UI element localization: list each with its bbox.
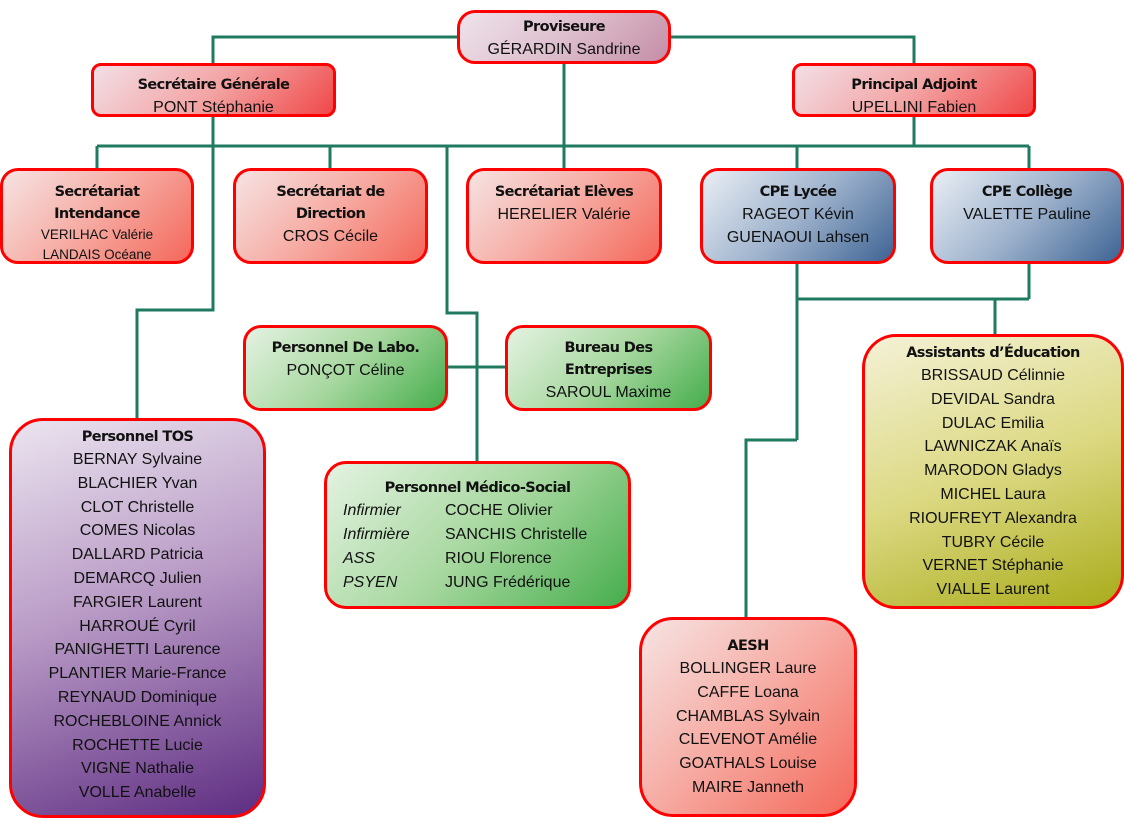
node-title: Assistants d’Éducation: [906, 345, 1080, 361]
member-name: DEMARCQ Julien: [73, 569, 202, 587]
member-name: ROCHEBLOINE Annick: [53, 712, 222, 730]
member-name: VIGNE Nathalie: [81, 760, 194, 778]
node-name: VALETTE Pauline: [963, 206, 1091, 223]
node-assistants-education: Assistants d’Éducation BRISSAUD Célinnie…: [862, 334, 1124, 609]
node-name: UPELLINI Fabien: [851, 99, 977, 116]
member-name: FARGIER Laurent: [73, 593, 202, 611]
connector-lines: [95, 35, 1031, 620]
member-name: DEVIDAL Sandra: [931, 390, 1055, 408]
member-name: BLACHIER Yvan: [77, 474, 198, 492]
node-proviseure: Proviseure GÉRARDIN Sandrine: [457, 10, 671, 64]
member-name: REYNAUD Dominique: [57, 688, 218, 706]
node-secretariat-direction: Secrétariat de Direction CROS Cécile: [233, 168, 428, 264]
member-name: ROCHETTE Lucie: [72, 736, 203, 754]
member-name: RIOUFREYT Alexandra: [909, 509, 1077, 527]
node-title: Personnel Médico-Social: [384, 480, 571, 496]
member-name: BOLLINGER Laure: [679, 660, 817, 677]
node-name: RAGEOT Kévin: [742, 206, 854, 223]
member-name: CAFFE Loana: [697, 683, 799, 701]
connector-proviseure-adjoint: [669, 35, 916, 64]
medico-row: PSYEN JUNG Frédérique: [327, 571, 628, 595]
node-personnel-labo: Personnel De Labo. PONÇOT Céline: [243, 325, 448, 411]
node-secretaire-generale: Secrétaire Générale PONT Stéphanie: [91, 63, 336, 117]
node-name: VERILHAC Valérie: [40, 227, 154, 242]
connector-secretaire-tos: [135, 115, 215, 420]
node-title: CPE Lycée: [759, 184, 837, 200]
medico-name: JUNG Frédérique: [445, 574, 571, 591]
member-name: MICHEL Laura: [940, 485, 1046, 503]
node-title: Principal Adjoint: [851, 77, 977, 93]
member-name: BERNAY Sylvaine: [72, 451, 203, 468]
medico-role: PSYEN: [343, 574, 398, 591]
medico-name: RIOU Florence: [445, 550, 552, 567]
member-name: MARODON Gladys: [924, 462, 1062, 480]
node-title: Personnel De Labo.: [271, 340, 420, 356]
member-name: VERNET Stéphanie: [922, 557, 1064, 575]
node-name: CROS Cécile: [282, 228, 379, 245]
member-name: CHAMBLAS Sylvain: [675, 707, 821, 725]
medico-name: SANCHIS Christelle: [445, 526, 588, 543]
member-name: PLANTIER Marie-France: [48, 665, 227, 683]
member-name: LAWNICZAK Anaïs: [924, 438, 1062, 456]
node-title: Personnel TOS: [81, 429, 194, 445]
member-name: MAIRE Janneth: [691, 778, 805, 796]
node-name: LANDAIS Océane: [42, 247, 152, 262]
medico-name: COCHE Olivier: [445, 502, 553, 519]
medico-role: ASS: [343, 550, 376, 567]
node-title: Secrétaire Générale: [137, 77, 290, 93]
node-secretariat-intendance: Secrétariat Intendance VERILHAC Valérie …: [0, 168, 194, 264]
node-personnel-medico-social: Personnel Médico-Social Infirmier COCHE …: [324, 461, 631, 609]
node-title: Secrétariat Intendance: [54, 184, 140, 222]
connector-proviseure-secretaire: [211, 35, 459, 64]
member-name: BRISSAUD Célinnie: [920, 367, 1066, 384]
node-principal-adjoint: Principal Adjoint UPELLINI Fabien: [792, 63, 1036, 117]
node-name: SAROUL Maxime: [545, 384, 672, 401]
node-name: HERELIER Valérie: [497, 206, 631, 223]
medico-row: ASS RIOU Florence: [327, 547, 628, 571]
medico-row: Infirmier COCHE Olivier: [327, 499, 628, 523]
member-name: CLEVENOT Amélie: [678, 731, 818, 749]
member-name: TUBRY Cécile: [941, 533, 1045, 551]
medico-row: Infirmière SANCHIS Christelle: [327, 523, 628, 547]
member-name: PANIGHETTI Laurence: [54, 641, 221, 659]
member-name: DULAC Emilia: [941, 414, 1045, 432]
node-bureau-entreprises: Bureau Des Entreprises SAROUL Maxime: [505, 325, 712, 411]
node-title: CPE Collège: [981, 184, 1073, 200]
connector-bus-medico: [445, 146, 479, 462]
node-cpe-lycee: CPE Lycée RAGEOT Kévin GUENAOUI Lahsen: [700, 168, 896, 264]
node-name: PONT Stéphanie: [153, 99, 274, 116]
member-name: GOATHALS Louise: [679, 755, 817, 773]
node-cpe-college: CPE Collège VALETTE Pauline: [930, 168, 1124, 264]
member-name: COMES Nicolas: [79, 522, 196, 540]
member-name: HARROUÉ Cyril: [79, 617, 196, 635]
member-name: VIALLE Laurent: [936, 581, 1050, 599]
medico-role: Infirmière: [343, 526, 410, 543]
node-secretariat-eleves: Secrétariat Elèves HERELIER Valérie: [466, 168, 662, 264]
node-title: Secrétariat Elèves: [494, 184, 634, 200]
node-title: Secrétariat de Direction: [276, 184, 385, 222]
node-title: Bureau Des Entreprises: [564, 340, 653, 378]
node-title: AESH: [727, 638, 769, 654]
member-name: VOLLE Anabelle: [78, 784, 197, 802]
member-name: CLOT Christelle: [80, 498, 195, 516]
node-title: Proviseure: [523, 19, 606, 35]
node-name: GÉRARDIN Sandrine: [487, 41, 641, 58]
node-name: PONÇOT Céline: [286, 362, 405, 379]
node-name: GUENAOUI Lahsen: [726, 229, 870, 246]
member-name: DALLARD Patricia: [71, 546, 204, 564]
connector-aesh: [744, 438, 797, 620]
medico-role: Infirmier: [343, 502, 401, 519]
